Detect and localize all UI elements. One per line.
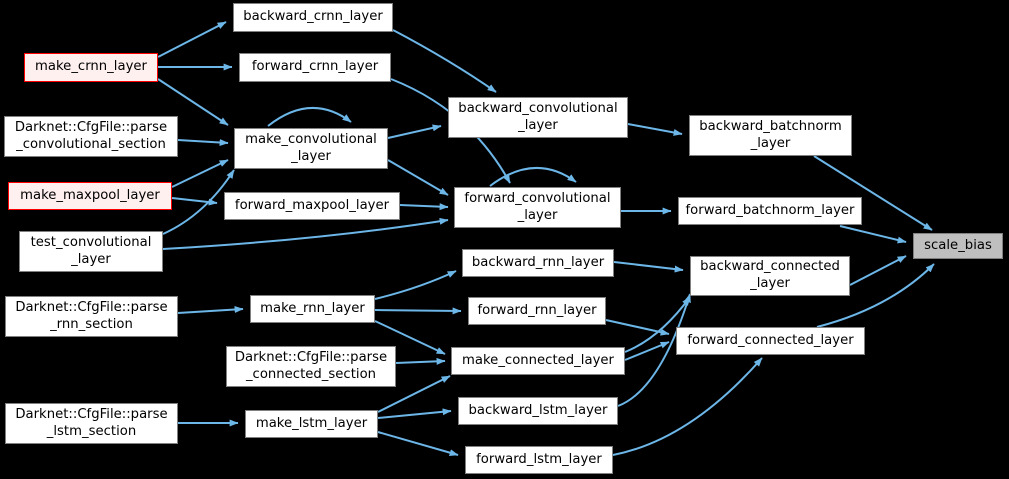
- edge-forward_lstm_layer-forward_connected_layer: [612, 357, 763, 456]
- edge-make_lstm_layer-backward_lstm_layer: [377, 408, 452, 419]
- edge-forward_batchnorm_layer-scale_bias: [839, 225, 907, 244]
- edge-make_rnn_layer-backward_rnn_layer: [374, 270, 457, 300]
- edge-make_lstm_layer-forward_lstm_layer: [377, 431, 459, 457]
- edge-backward_crnn_layer-backward_convolutional_layer: [392, 29, 497, 93]
- edge-make_rnn_layer-make_connected_layer: [374, 320, 446, 355]
- edge-cfg_parse_connected_section-make_connected_layer: [395, 357, 446, 365]
- node-forward_batchnorm_layer[interactable]: forward_batchnorm_layer: [678, 197, 862, 225]
- edge-make_convolutional_layer-backward_convolutional_layer: [387, 124, 442, 139]
- edge-backward_batchnorm_layer-scale_bias: [813, 155, 933, 231]
- edge-forward_maxpool_layer-forward_convolutional_layer: [399, 203, 449, 211]
- edge-forward_convolutional_layer-self: [489, 166, 577, 187]
- node-backward_convolutional_layer[interactable]: backward_convolutional _layer: [448, 97, 628, 138]
- node-test_convolutional_layer[interactable]: test_convolutional _layer: [19, 231, 163, 272]
- edge-cfg_parse_rnn_section-make_rnn_layer: [177, 306, 244, 314]
- node-forward_connected_layer[interactable]: forward_connected_layer: [676, 327, 865, 355]
- node-forward_crnn_layer[interactable]: forward_crnn_layer: [239, 53, 391, 82]
- edge-make_connected_layer-forward_connected_layer: [624, 341, 670, 361]
- node-cfg_parse_rnn_section[interactable]: Darknet::CfgFile::parse _rnn_section: [5, 296, 178, 337]
- edge-forward_rnn_layer-forward_connected_layer: [605, 319, 670, 336]
- node-backward_rnn_layer[interactable]: backward_rnn_layer: [462, 249, 614, 277]
- node-cfg_parse_connected_section[interactable]: Darknet::CfgFile::parse _connected_secti…: [226, 346, 396, 387]
- edge-test_convolutional_layer-forward_convolutional_layer: [162, 217, 449, 250]
- node-cfg_parse_convolutional_section[interactable]: Darknet::CfgFile::parse _convolutional_s…: [4, 116, 178, 157]
- edge-test_convolutional_layer-make_convolutional_layer: [162, 169, 235, 235]
- edge-backward_lstm_layer-backward_connected_layer: [617, 293, 691, 407]
- edge-cfg_parse_convolutional_section-make_convolutional_layer: [177, 139, 229, 146]
- node-make_connected_layer[interactable]: make_connected_layer: [451, 347, 625, 375]
- edge-make_crnn_layer-make_convolutional_layer: [157, 78, 229, 126]
- edge-make_maxpool_layer-make_convolutional_layer: [171, 159, 229, 188]
- node-make_convolutional_layer[interactable]: make_convolutional _layer: [234, 128, 388, 169]
- node-make_crnn_layer[interactable]: make_crnn_layer: [24, 53, 158, 82]
- node-forward_rnn_layer[interactable]: forward_rnn_layer: [468, 297, 606, 325]
- edge-backward_rnn_layer-backward_connected_layer: [613, 261, 684, 273]
- node-backward_batchnorm_layer[interactable]: backward_batchnorm _layer: [689, 115, 852, 156]
- node-make_rnn_layer[interactable]: make_rnn_layer: [250, 295, 375, 323]
- edge-make_rnn_layer-forward_rnn_layer: [374, 307, 462, 315]
- node-cfg_parse_lstm_section[interactable]: Darknet::CfgFile::parse _lstm_section: [5, 403, 178, 444]
- node-forward_maxpool_layer[interactable]: forward_maxpool_layer: [224, 192, 400, 220]
- node-forward_convolutional_layer[interactable]: forward_convolutional _layer: [454, 187, 621, 228]
- node-backward_lstm_layer[interactable]: backward_lstm_layer: [458, 397, 618, 425]
- edge-make_convolutional_layer-forward_convolutional_layer: [387, 159, 449, 196]
- edge-make_connected_layer-backward_connected_layer: [624, 296, 691, 353]
- node-backward_crnn_layer[interactable]: backward_crnn_layer: [233, 3, 393, 32]
- node-backward_connected_layer[interactable]: backward_connected _layer: [690, 256, 850, 296]
- edge-make_convolutional_layer-self: [267, 107, 352, 127]
- edge-make_crnn_layer-backward_crnn_layer: [157, 21, 227, 58]
- edge-backward_convolutional_layer-backward_batchnorm_layer: [627, 123, 683, 136]
- edge-forward_connected_layer-scale_bias: [816, 263, 935, 328]
- node-scale_bias[interactable]: scale_bias: [913, 233, 1003, 259]
- edge-backward_connected_layer-scale_bias: [849, 255, 907, 286]
- edge-make_lstm_layer-make_connected_layer: [377, 375, 451, 413]
- node-make_maxpool_layer[interactable]: make_maxpool_layer: [8, 182, 172, 210]
- node-forward_lstm_layer[interactable]: forward_lstm_layer: [465, 446, 613, 474]
- node-make_lstm_layer[interactable]: make_lstm_layer: [245, 410, 378, 438]
